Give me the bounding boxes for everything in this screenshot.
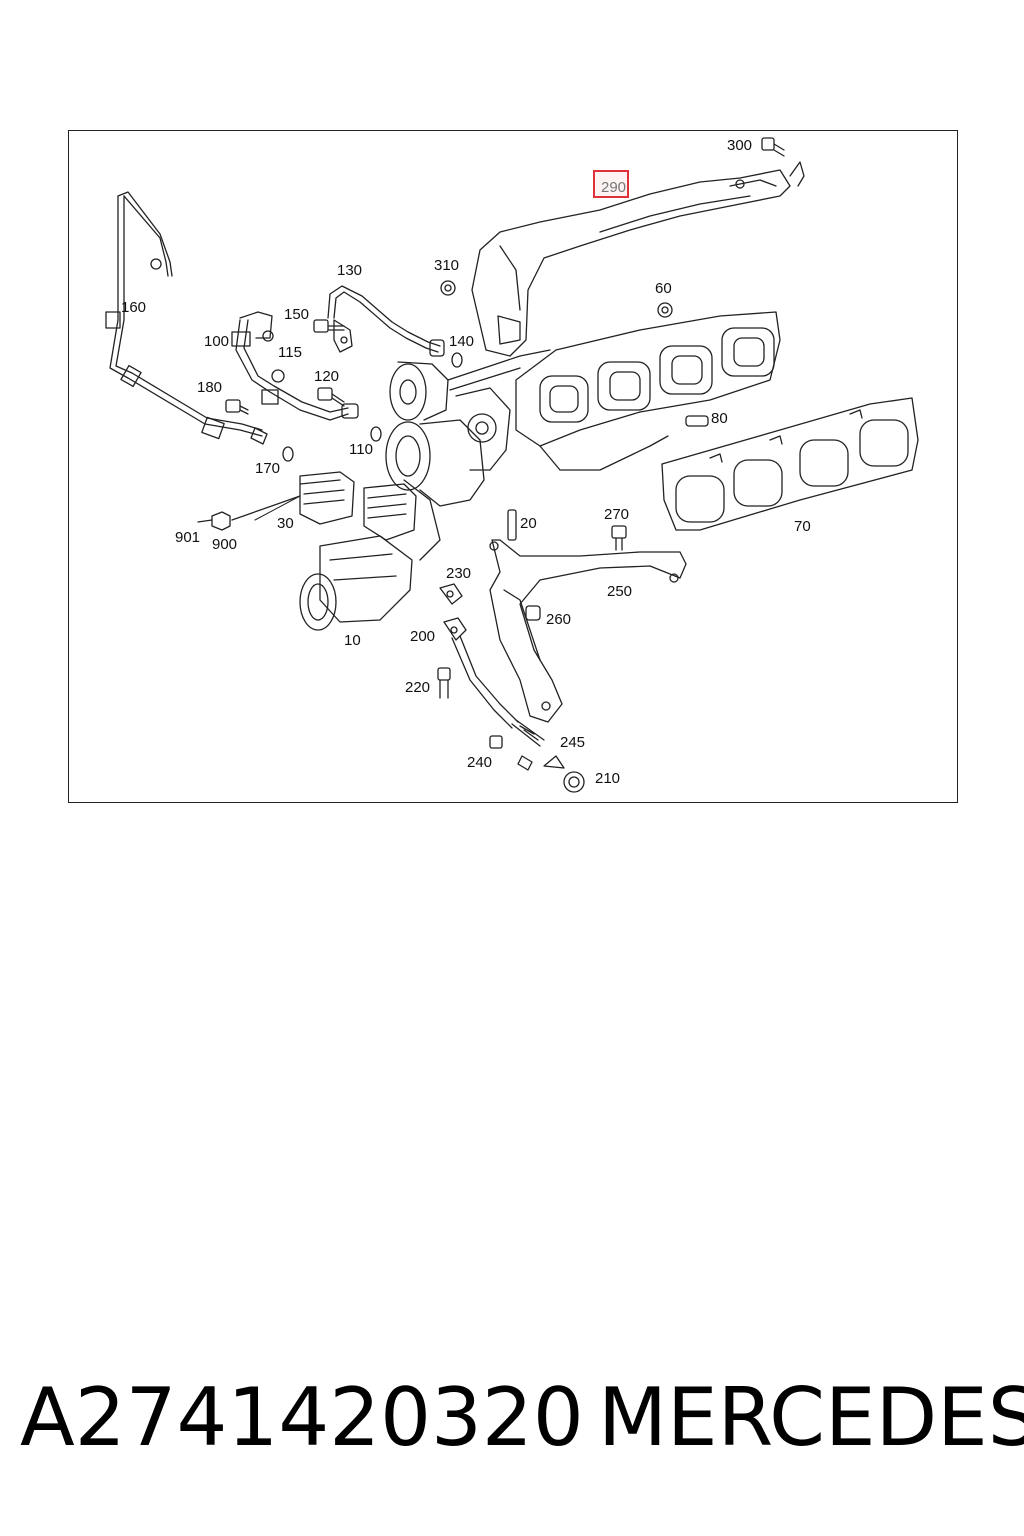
- bracket-250-drawing: [489, 539, 687, 723]
- turbocharger-drawing: [385, 361, 511, 561]
- callout-120: 120: [314, 368, 340, 385]
- callout-160: 160: [121, 299, 147, 316]
- callout-140: 140: [449, 333, 475, 350]
- callout-230: 230: [446, 565, 472, 582]
- callout-250: 250: [607, 583, 633, 600]
- callout-220: 220: [405, 679, 431, 696]
- pipe-130-drawing: [327, 285, 445, 357]
- callout-80: 80: [711, 410, 728, 427]
- drain-pipe-200-drawing: [439, 583, 585, 793]
- callout-130: 130: [337, 262, 363, 279]
- callout-10: 10: [344, 632, 361, 649]
- callout-170: 170: [255, 460, 281, 477]
- callout-300: 300: [727, 137, 753, 154]
- brand-name: MERCEDES: [598, 1371, 1024, 1464]
- callout-901: 901: [175, 529, 201, 546]
- callout-270: 270: [604, 506, 630, 523]
- callout-100: 100: [204, 333, 230, 350]
- callout-240: 240: [467, 754, 493, 771]
- fasteners-drawing: [225, 137, 785, 749]
- callout-245: 245: [560, 734, 586, 751]
- callout-290: 290: [601, 179, 627, 196]
- gasket-70-drawing: [661, 397, 919, 531]
- pipe-160-drawing: [105, 191, 268, 445]
- pipe-100-drawing: [231, 311, 349, 421]
- callout-70: 70: [794, 518, 811, 535]
- exhaust-manifold-drawing: [447, 311, 781, 471]
- diagram-frame: [68, 130, 958, 803]
- callout-20: 20: [520, 515, 537, 532]
- heat-shield-290-drawing: [471, 161, 805, 357]
- part-number: A2741420320: [20, 1371, 584, 1464]
- callout-150: 150: [284, 306, 310, 323]
- highlight-box-290: [593, 170, 629, 198]
- actuator-30-drawing: [197, 471, 417, 541]
- callout-260: 260: [546, 611, 572, 628]
- callout-30: 30: [277, 515, 294, 532]
- callout-60: 60: [655, 280, 672, 297]
- callout-310: 310: [434, 257, 460, 274]
- callout-210: 210: [595, 770, 621, 787]
- callout-110: 110: [349, 441, 373, 458]
- leader-lines: [254, 495, 301, 521]
- callout-200: 200: [410, 628, 436, 645]
- callout-180: 180: [197, 379, 223, 396]
- outlet-10-drawing: [299, 535, 413, 631]
- callout-900: 900: [212, 536, 238, 553]
- callout-115: 115: [278, 344, 302, 361]
